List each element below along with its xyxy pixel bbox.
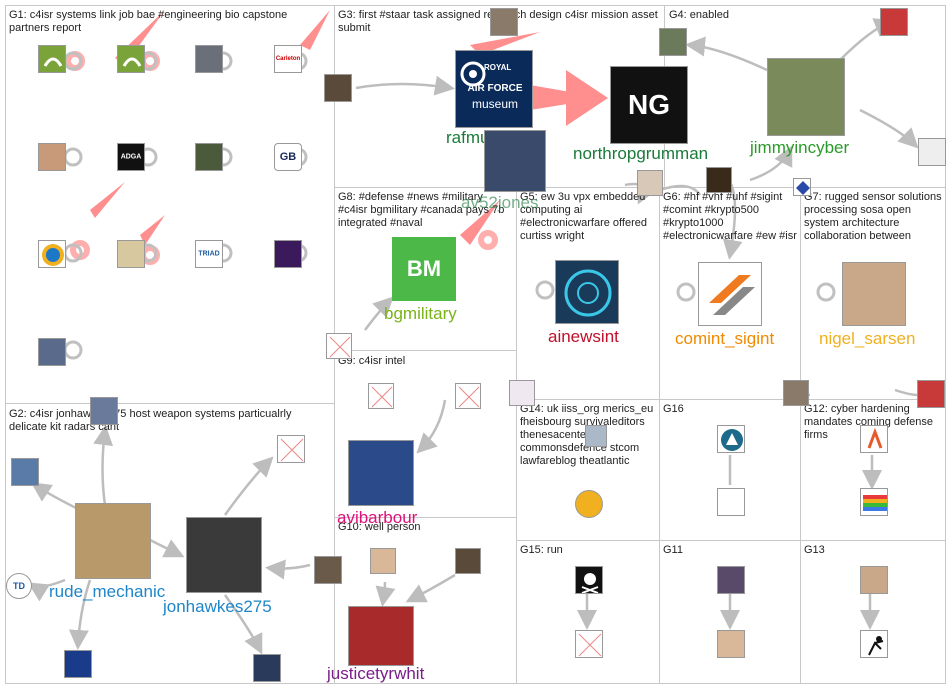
node-avatar[interactable] (860, 425, 888, 453)
node-avatar[interactable] (117, 45, 145, 73)
owl-avatar[interactable] (706, 167, 732, 193)
node-avatar[interactable]: Carleton (274, 45, 302, 73)
group-title-g10: G10: well person (338, 521, 421, 533)
triad-logo-text: TRIAD (198, 250, 220, 258)
node-avatar[interactable]: GB (274, 143, 302, 171)
node-avatar[interactable] (860, 488, 888, 516)
group-title-g14: G14: uk iiss_org merics_eu fheisbourg su… (520, 403, 654, 467)
node-avatar[interactable] (274, 240, 302, 268)
node-avatar[interactable] (918, 138, 946, 166)
node-avatar[interactable] (370, 548, 396, 574)
group-title-g8: G8: #defense #news #military #c4isr bgmi… (338, 191, 505, 229)
bgmilitary-avatar[interactable]: BM (392, 237, 456, 301)
raf-logo-line1: ROYAL (484, 63, 512, 72)
comint-sigint-avatar[interactable] (698, 262, 762, 326)
td-logo-text: TD (13, 581, 25, 591)
node-avatar[interactable]: ADGA (117, 143, 145, 171)
avibarbour-avatar[interactable] (348, 440, 414, 506)
node-avatar[interactable] (717, 630, 745, 658)
node-avatar[interactable] (38, 143, 66, 171)
node-avatar[interactable] (195, 45, 223, 73)
adga-logo-text: ADGA (120, 153, 142, 161)
node-avatar[interactable] (717, 425, 745, 453)
node-avatar[interactable] (793, 178, 811, 196)
group-title-g6: G6: #hf #vhf #uhf #sigint #comint #krypt… (663, 191, 797, 242)
missing-image-icon (455, 383, 481, 409)
raf-logo-line3: museum (471, 97, 518, 111)
node-avatar[interactable] (117, 240, 145, 268)
bgmilitary-label: bgmilitary (384, 304, 457, 323)
jonhawkes275-label: jonhawkes275 (163, 597, 272, 616)
node-avatar[interactable] (659, 28, 687, 56)
jimmyincyber-avatar[interactable] (767, 58, 845, 136)
node-avatar[interactable] (509, 380, 535, 406)
ainewsint-label: ainewsint (548, 327, 619, 346)
group-title-g5: G5: ew 3u vpx embedded computing ai #ele… (520, 191, 647, 242)
northropgrumman-label: northropgrumman (573, 144, 709, 163)
node-avatar[interactable] (717, 566, 745, 594)
missing-image-icon (326, 333, 352, 359)
jimmyincyber-label: jimmyincyber (750, 138, 850, 157)
group-title-g16: G16 (663, 403, 684, 415)
justicetyrwhit-label: justicetyrwhit (327, 664, 425, 683)
missing-image-icon (277, 435, 305, 463)
nigel-sarsen-avatar[interactable] (842, 262, 906, 326)
missing-image-icon (575, 630, 603, 658)
comint-sigint-label: comint_sigint (675, 329, 775, 348)
node-avatar[interactable] (195, 143, 223, 171)
node-avatar[interactable] (490, 8, 518, 36)
node-avatar[interactable] (324, 74, 352, 102)
group-title-g9: G9: c4isr intel (338, 355, 406, 367)
group-title-g7: G7: rugged sensor solutions processing s… (804, 191, 942, 242)
justicetyrwhit-avatar[interactable] (348, 606, 414, 666)
node-avatar[interactable] (880, 8, 908, 36)
missing-image-icon (368, 383, 394, 409)
carleton-logo-text: Carleton (275, 56, 301, 62)
node-avatar[interactable] (860, 566, 888, 594)
northropgrumman-avatar[interactable]: NG (610, 66, 688, 144)
node-avatar[interactable] (917, 380, 945, 408)
node-avatar[interactable] (38, 338, 66, 366)
group-title-g2: G2: c4isr jonhawkes275 host weapon syste… (9, 408, 292, 433)
td-avatar[interactable]: TD (6, 573, 32, 599)
group-title-g1: G1: c4isr systems link job bae #engineer… (9, 9, 288, 34)
jonhawkes275-avatar[interactable] (186, 517, 262, 593)
gb-logo-text: GB (279, 151, 297, 163)
raf-logo-line2: AIR FORCE (467, 83, 523, 94)
node-avatar[interactable] (314, 556, 342, 584)
node-avatar[interactable] (11, 458, 39, 486)
group-title-g4: G4: enabled (669, 9, 729, 21)
pirate-avatar[interactable] (575, 566, 603, 594)
group-title-g13: G13 (804, 544, 825, 556)
node-avatar[interactable] (253, 654, 281, 682)
node-avatar[interactable] (860, 630, 888, 658)
rude-mechanic-label: rude_mechanic (49, 582, 166, 601)
node-avatar[interactable] (90, 397, 118, 425)
node-avatar[interactable]: TRIAD (195, 240, 223, 268)
ainewsint-avatar[interactable] (555, 260, 619, 324)
av52jones-label: av52jones (461, 193, 539, 212)
nigel-sarsen-label: nigel_sarsen (819, 329, 916, 348)
node-avatar[interactable] (455, 548, 481, 574)
node-avatar[interactable] (575, 490, 603, 518)
rafmuseum-avatar[interactable]: ROYAL AIR FORCE museum (455, 50, 533, 128)
node-avatar[interactable] (38, 45, 66, 73)
node-avatar[interactable] (783, 380, 809, 406)
avibarbour-label: avibarbour (337, 508, 418, 527)
group-title-g12: G12: cyber hardening mandates coming def… (804, 403, 934, 441)
node-avatar[interactable] (585, 425, 607, 447)
rude-mechanic-avatar[interactable] (75, 503, 151, 579)
group-title-g11: G11 (663, 544, 683, 556)
node-avatar[interactable] (717, 488, 745, 516)
group-title-g15: G15: run (520, 544, 563, 556)
av52jones-avatar[interactable] (484, 130, 546, 192)
bm-logo-text: BM (406, 256, 442, 281)
ng-logo-text: NG (628, 89, 670, 120)
node-avatar[interactable] (38, 240, 66, 268)
node-avatar[interactable] (637, 170, 663, 196)
node-avatar[interactable] (64, 650, 92, 678)
